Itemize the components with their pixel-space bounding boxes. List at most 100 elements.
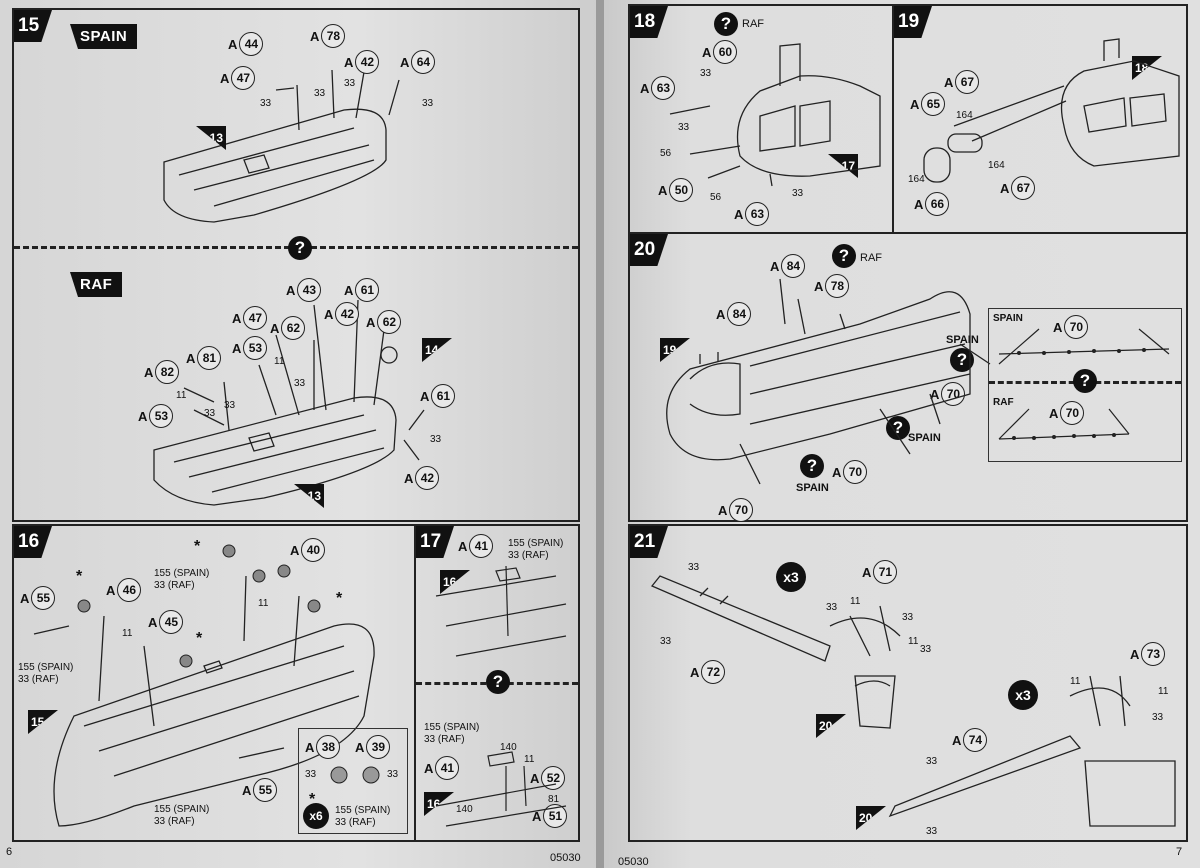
glue-code: 11 [1070, 676, 1081, 687]
variant-label: RAF [742, 18, 764, 30]
glue-code: 33 [305, 769, 317, 780]
spain-label: SPAIN [70, 24, 138, 49]
wheel-star-marker: * [196, 630, 203, 647]
glue-code: 11 [908, 636, 919, 647]
alternative-icon: ? [486, 670, 510, 694]
number-note: 81 [548, 794, 560, 805]
number-note: 164 [988, 160, 1005, 171]
glue-code: 33 [660, 636, 672, 647]
glue-code: 33 [224, 400, 236, 411]
inset-raf-label: RAF [993, 397, 1014, 408]
number-note: 140 [500, 742, 517, 753]
step-number: 18 [630, 6, 668, 38]
adhesive-note: 155 (SPAIN)33 (RAF) [335, 805, 391, 828]
glue-code: 11 [258, 598, 269, 609]
glue-code: 33 [920, 644, 932, 655]
glue-code: 33 [792, 188, 804, 199]
number-note: 140 [456, 804, 473, 815]
variant-label: SPAIN [796, 482, 829, 494]
number-note: 56 [660, 148, 672, 159]
wheel-star-marker: * [309, 791, 316, 808]
wheel-star-marker: * [76, 568, 83, 585]
number-note: 11 [524, 754, 535, 765]
inset-spain-label: SPAIN [993, 313, 1023, 324]
page-number: 6 [6, 846, 13, 858]
alternative-icon: ? [800, 454, 824, 478]
glue-code: 11 [176, 390, 187, 401]
glue-code: 33 [902, 612, 914, 623]
glue-code: 33 [204, 408, 216, 419]
alternative-icon: ? [714, 12, 738, 36]
glue-code: 33 [314, 88, 326, 99]
adhesive-note: 155 (SPAIN)33 (RAF) [424, 722, 480, 745]
glue-code: 33 [926, 826, 938, 837]
step-number: 16 [14, 526, 52, 558]
glue-code: 11 [850, 596, 861, 607]
wheel-star-marker: * [194, 538, 201, 555]
glue-code: 33 [1152, 712, 1164, 723]
rotor-illustration [650, 575, 1176, 827]
quantity-x6: x6 [303, 803, 329, 829]
fuselage-illustrations [153, 69, 425, 506]
variant-label: RAF [860, 252, 882, 264]
adhesive-note: 155 (SPAIN)33 (RAF) [18, 662, 74, 685]
kit-code: 05030 [550, 852, 581, 864]
nose-windows-illustration [923, 38, 1180, 183]
helicopter-illustration [666, 278, 991, 485]
glue-code: 33 [260, 98, 272, 109]
glue-code: 11 [274, 356, 285, 367]
alternative-icon: ? [1073, 369, 1097, 393]
quantity-x3: x3 [1008, 680, 1038, 710]
glue-code: 33 [387, 769, 399, 780]
fuselage-front-illustration [33, 544, 375, 827]
book-gutter [596, 0, 604, 868]
step-number: 19 [894, 6, 932, 38]
glue-code: 33 [700, 68, 712, 79]
glue-code: 33 [926, 756, 938, 767]
number-note: 164 [908, 174, 925, 185]
glue-code: 33 [344, 78, 356, 89]
variant-label: SPAIN [908, 432, 941, 444]
